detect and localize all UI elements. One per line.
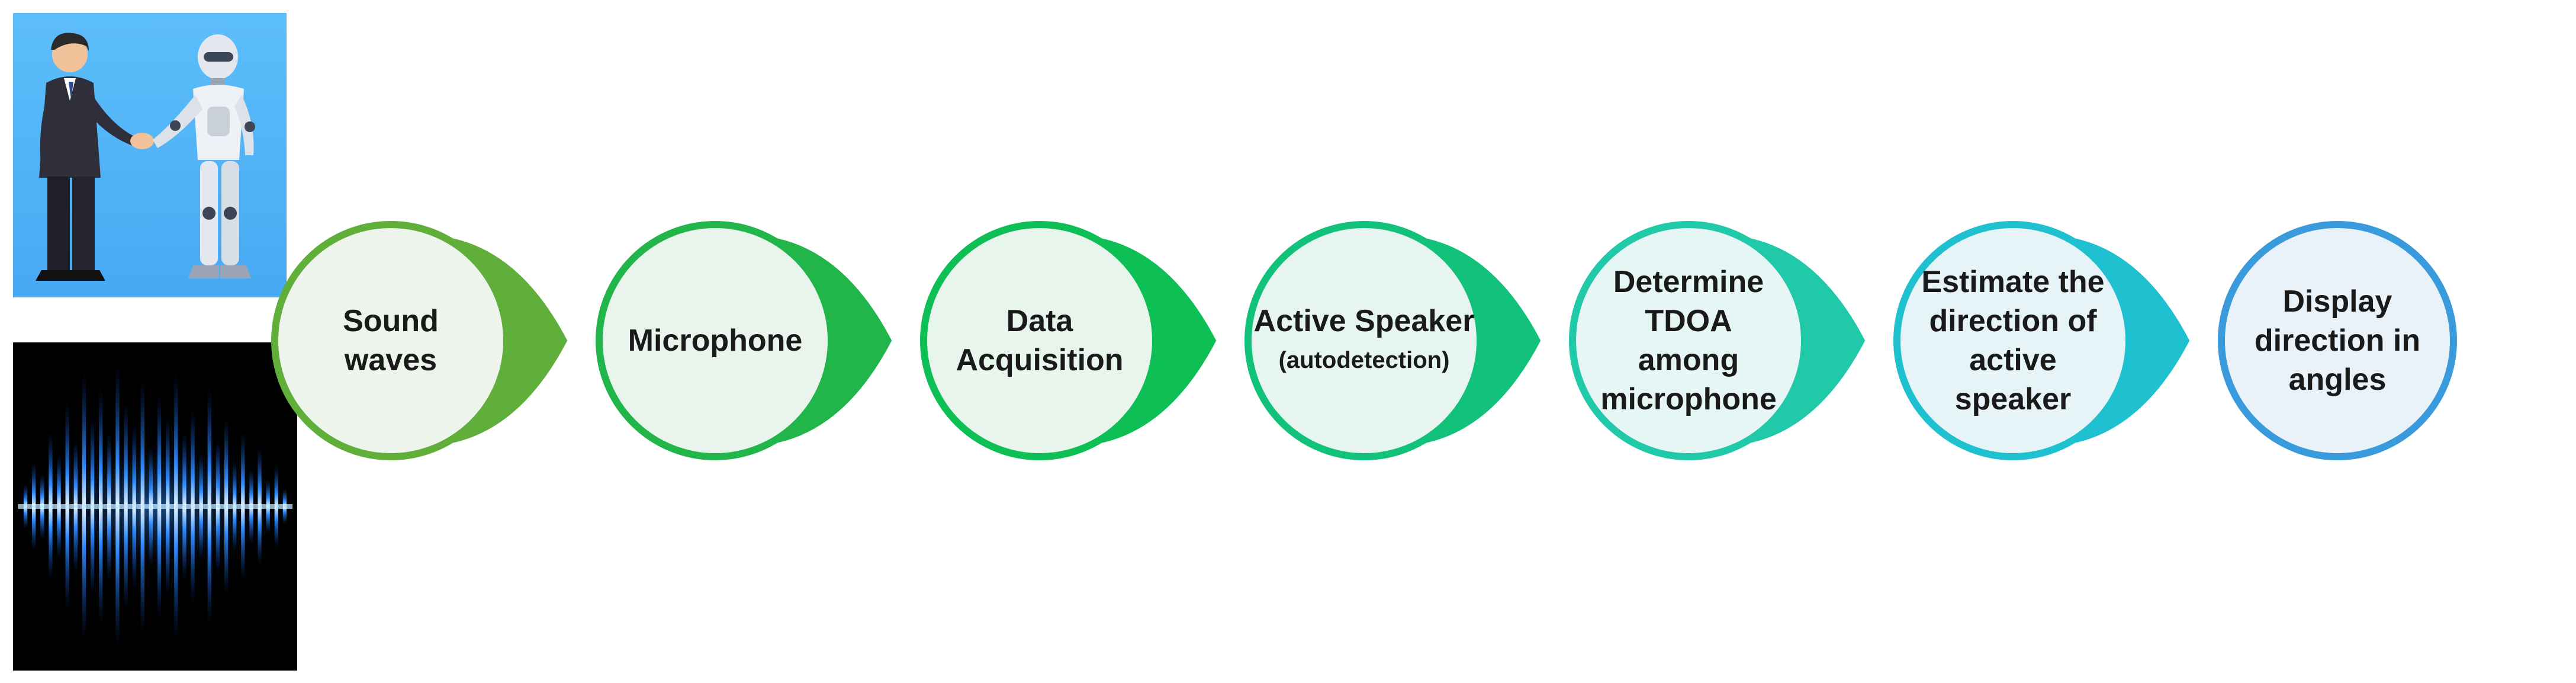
step-label-line: TDOA (1645, 304, 1732, 338)
step-label-line: Sound (343, 304, 439, 338)
step-label-line: Microphone (628, 323, 803, 358)
process-step: Sound waves (271, 221, 568, 460)
step-label-line: speaker (1955, 382, 2072, 416)
process-step: Active Speaker (autodetection) (1244, 221, 1541, 460)
process-steps: Display direction in angles Estimate the dir… (271, 221, 2457, 460)
step-label-line: Acquisition (956, 343, 1123, 377)
step-circle (1244, 221, 1484, 460)
step-label-line: among (1638, 343, 1739, 377)
step-circle (2218, 221, 2457, 460)
sound-wave-image (13, 342, 297, 671)
process-step: Estimate the direction of active speaker (1893, 221, 2190, 460)
step-label-line: Determine (1613, 265, 1764, 299)
process-step: Microphone (596, 221, 892, 460)
step-label-line: direction of (1929, 304, 2097, 338)
robot-figure (153, 34, 255, 278)
step-label-line: Data (1006, 304, 1074, 338)
step-circle (1569, 221, 1808, 460)
man-figure (36, 33, 136, 281)
step-label-line: angles (2289, 363, 2387, 397)
step-circle (920, 221, 1159, 460)
step-circle (271, 221, 510, 460)
human-robot-handshake-image (13, 13, 287, 297)
process-step: Display direction in angles (2218, 221, 2457, 460)
step-label-line: direction in (2255, 323, 2420, 358)
step-label-line: (autodetection) (1279, 347, 1450, 373)
step-label-line: Estimate the (1921, 265, 2104, 299)
step-label-line: waves (344, 343, 437, 377)
step-label-line: microphone (1600, 382, 1777, 416)
step-label-line: active (1969, 343, 2056, 377)
step-label-line: Display (2283, 284, 2392, 319)
step-circle (1893, 221, 2133, 460)
step-label-line: Active Speaker (1254, 304, 1475, 338)
handshake-hands (130, 133, 154, 149)
step-circle (596, 221, 835, 460)
